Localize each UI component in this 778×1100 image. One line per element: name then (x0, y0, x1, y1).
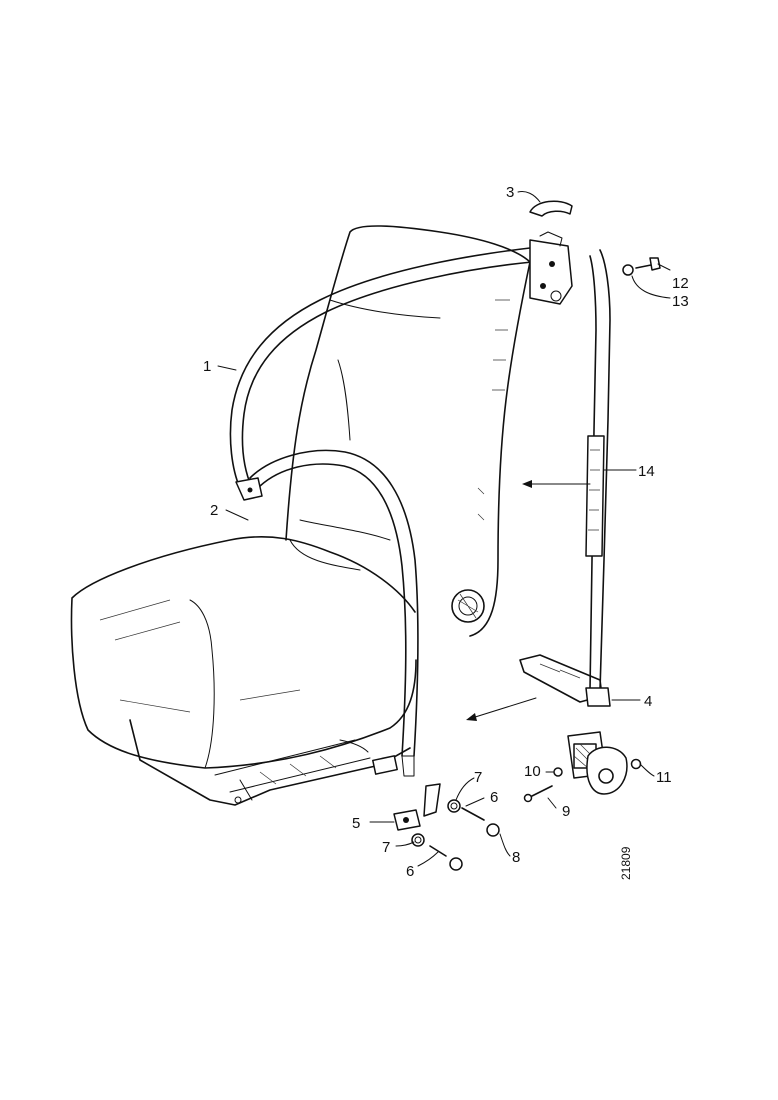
callout-14: 14 (638, 463, 655, 480)
callout-8: 8 (512, 849, 520, 866)
callout-7-lower: 7 (382, 839, 390, 856)
upper-anchor-assembly (529, 200, 661, 305)
callout-6-lower: 6 (406, 863, 414, 880)
lower-anchor-assembly (393, 783, 500, 871)
retractor-assembly (523, 687, 642, 803)
callout-10: 10 (524, 763, 541, 780)
callout-6-upper: 6 (490, 789, 498, 806)
drawing-number: 21809 (619, 846, 633, 880)
callout-11: 11 (656, 769, 672, 786)
leader-lines (217, 191, 671, 867)
callout-5: 5 (352, 815, 360, 832)
callout-2: 2 (210, 502, 218, 519)
callout-3: 3 (506, 184, 514, 201)
webbing-sheath (585, 435, 605, 557)
seat-illustration (70, 225, 603, 806)
callout-labels: 1 2 3 4 5 6 6 7 7 8 9 10 11 12 13 14 218… (203, 184, 689, 880)
callout-1: 1 (203, 358, 211, 375)
callout-12: 12 (672, 275, 689, 292)
callout-7-upper: 7 (474, 769, 482, 786)
belt-webbing (229, 247, 611, 777)
direction-arrows (466, 480, 591, 721)
callout-9: 9 (562, 803, 570, 820)
callout-4: 4 (644, 693, 652, 710)
callout-13: 13 (672, 293, 689, 310)
